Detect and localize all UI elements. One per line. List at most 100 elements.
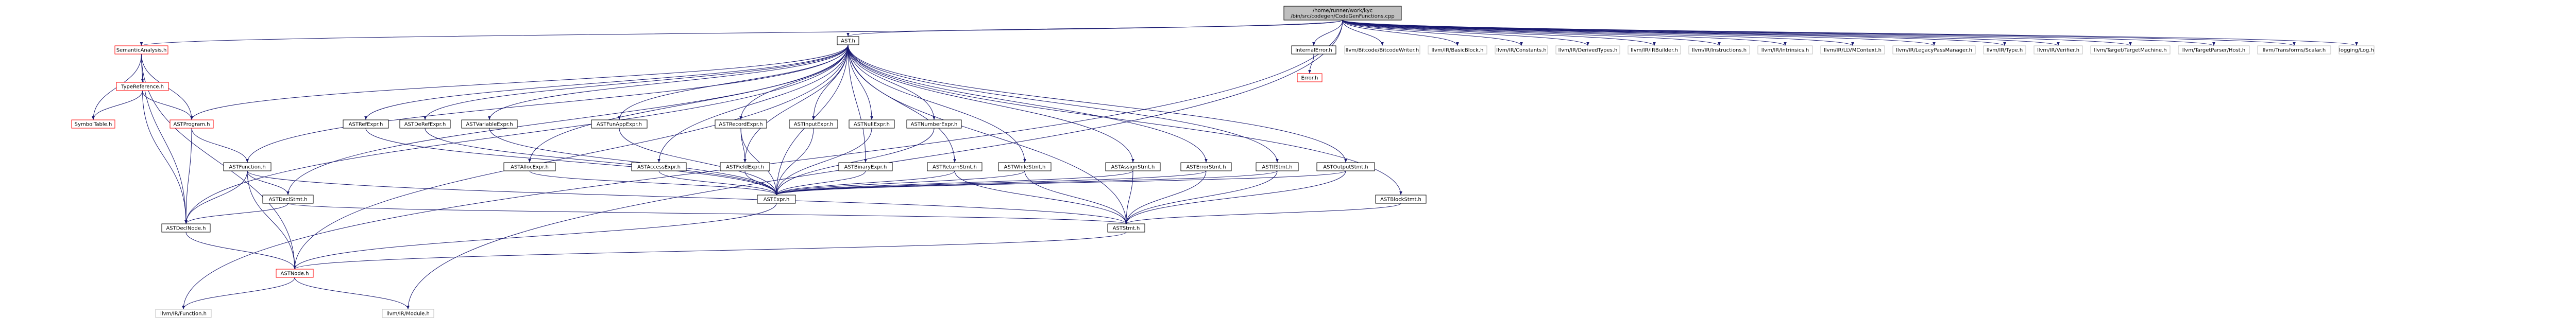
edge-root-to-intrinsics — [1342, 20, 1787, 46]
edge-root-to-bitcode_writer — [1342, 20, 1384, 46]
node-ast-decl-stmt[interactable]: ASTDeclStmt.h — [262, 195, 314, 204]
node-ast-while-stmt[interactable]: ASTWhileStmt.h — [998, 162, 1052, 171]
edge-ast_variable_expr-to-ast_expr — [489, 128, 778, 196]
edge-root-to-legacy_pass_manager — [1342, 20, 1936, 46]
node-box — [170, 119, 214, 129]
node-error[interactable]: Error.h — [1297, 73, 1323, 82]
node-ast-function[interactable]: ASTFunction.h — [223, 162, 272, 171]
node-box — [161, 223, 211, 233]
edge-ast_node-to-llvm_function — [182, 277, 295, 310]
edge-ast_deref_expr-to-ast_expr — [425, 128, 778, 196]
edge-internal_error-to-error — [1308, 54, 1314, 74]
node-label: ASTFieldExpr.h — [726, 165, 764, 170]
node-ast-assign-stmt[interactable]: ASTAssignStmt.h — [1105, 162, 1161, 171]
node-constants: llvm/IR/Constants.h — [1495, 45, 1548, 55]
node-ast-expr[interactable]: ASTExpr.h — [757, 195, 796, 204]
node-ast-access-expr[interactable]: ASTAccessExpr.h — [631, 162, 687, 171]
edge-ast_program-to-ast_decl_node — [184, 128, 192, 224]
node-label: llvm/IR/Constants.h — [1496, 48, 1547, 54]
node-label: ASTDeRefExpr.h — [404, 122, 446, 128]
node-ast-variable-expr[interactable]: ASTVariableExpr.h — [461, 119, 518, 129]
node-box — [849, 119, 895, 129]
node-ast-node[interactable]: ASTNode.h — [276, 269, 314, 278]
node-ast-deref-expr[interactable]: ASTDeRefExpr.h — [399, 119, 451, 129]
node-label: /home/runner/work/kyc — [1313, 8, 1372, 14]
edge-ast_while_stmt-to-ast_expr — [775, 170, 1025, 196]
edge-ast-to-ast_variable_expr — [488, 44, 849, 120]
node-type-reference[interactable]: TypeReference.h — [116, 82, 169, 91]
node-label: llvm/TargetParser/Host.h — [2182, 48, 2245, 54]
node-box — [1297, 73, 1323, 82]
node-ast-record-expr[interactable]: ASTRecordExpr.h — [715, 119, 767, 129]
edge-ast-to-ast_output_stmt — [848, 44, 1347, 163]
node-box — [591, 119, 648, 129]
node-box — [2178, 45, 2250, 55]
edge-ast_record_expr-to-ast_expr — [740, 128, 778, 196]
edge-root-to-target_parser — [1342, 20, 2215, 46]
node-ast-field-expr[interactable]: ASTFieldExpr.h — [720, 162, 770, 171]
node-ast-block-stmt[interactable]: ASTBlockStmt.h — [1375, 195, 1427, 204]
node-type: llvm/IR/Type.h — [1983, 45, 2026, 55]
node-label: ASTWhileStmt.h — [1004, 165, 1046, 170]
edge-ast-to-ast_ref_expr — [364, 44, 849, 120]
node-ast-output-stmt[interactable]: ASTOutputStmt.h — [1316, 162, 1375, 171]
node-ast-if-stmt[interactable]: ASTIfStmt.h — [1256, 162, 1299, 171]
edge-ast_decl_node-to-ast_node — [185, 232, 296, 270]
node-label: ASTExpr.h — [764, 197, 790, 203]
edge-ast_function-to-ast_stmt — [247, 170, 1128, 224]
edge-type_reference-to-symbol_table — [92, 90, 143, 120]
node-ast-null-expr[interactable]: ASTNullExpr.h — [849, 119, 895, 129]
node-label: ASTBinaryExpr.h — [844, 165, 887, 170]
node-box — [2033, 45, 2083, 55]
node-ast-input-expr[interactable]: ASTInputExpr.h — [789, 119, 838, 129]
node-ast-return-stmt[interactable]: ASTReturnStmt.h — [927, 162, 982, 171]
node-ast-ref-expr[interactable]: ASTRefExpr.h — [343, 119, 389, 129]
node-box — [1105, 162, 1161, 171]
node-label: llvm/IR/Function.h — [160, 311, 207, 317]
node-semantic-analysis[interactable]: SemanticAnalysis.h — [114, 45, 168, 55]
edge-ast_function-to-ast_node — [247, 170, 296, 270]
edge-ast_decl_stmt-to-ast_stmt — [287, 203, 1128, 224]
edge-root-to-ast — [846, 20, 1343, 37]
node-label: llvm/IR/Intrinsics.h — [1761, 48, 1809, 54]
node-ast-program[interactable]: ASTProgram.h — [170, 119, 214, 129]
node-label: ASTBlockStmt.h — [1380, 197, 1421, 203]
node-ast-binary-expr[interactable]: ASTBinaryExpr.h — [838, 162, 893, 171]
node-box — [1107, 223, 1145, 233]
node-label: llvm/IR/IRBuilder.h — [1631, 48, 1678, 54]
edge-ast-to-ast_field_expr — [743, 44, 849, 163]
edge-ast-to-ast_while_stmt — [848, 44, 1026, 163]
edge-ast-to-ast_error_stmt — [848, 44, 1208, 163]
edge-root-to-ir_builder — [1342, 20, 1656, 46]
node-ast-decl-node[interactable]: ASTDeclNode.h — [161, 223, 211, 233]
edge-ast_block_stmt-to-ast_stmt — [1125, 203, 1401, 224]
node-label: ASTVariableExpr.h — [466, 122, 513, 128]
node-label: llvm/Transforms/Scalar.h — [2263, 48, 2326, 54]
edge-root-to-instructions — [1342, 20, 1721, 46]
edge-type_reference-to-ast_program — [142, 90, 193, 120]
node-box — [1983, 45, 2026, 55]
node-label: ASTFunction.h — [229, 165, 265, 170]
edge-ast_while_stmt-to-ast_stmt — [1024, 170, 1128, 224]
node-ast-alloc-expr[interactable]: ASTAllocExpr.h — [503, 162, 556, 171]
node-ast-stmt[interactable]: ASTStmt.h — [1107, 223, 1145, 233]
node-ast-number-expr[interactable]: ASTNumberExpr.h — [906, 119, 962, 129]
node-transforms-scalar: llvm/Transforms/Scalar.h — [2257, 45, 2331, 55]
edge-ast_program-to-ast_function — [191, 128, 249, 163]
node-label: logging/Log.h — [2339, 48, 2374, 54]
node-symbol-table[interactable]: SymbolTable.h — [71, 119, 115, 129]
node-ast-fun-app-expr[interactable]: ASTFunAppExpr.h — [591, 119, 648, 129]
node-label: llvm/Target/TargetMachine.h — [2094, 48, 2166, 54]
node-box — [2338, 45, 2375, 55]
node-box — [1344, 45, 1420, 55]
edge-ast_fun_app_expr-to-ast_expr — [619, 128, 778, 196]
node-internal-error[interactable]: InternalError.h — [1291, 45, 1336, 55]
edge-root-to-target_machine — [1342, 20, 2132, 46]
node-label: llvm/IR/DerivedTypes.h — [1558, 48, 1618, 54]
node-box — [1628, 45, 1681, 55]
node-ast-error-stmt[interactable]: ASTErrorStmt.h — [1180, 162, 1232, 171]
node-box — [114, 45, 168, 55]
node-label: /bin/src/codegen/CodeGenFunctions.cpp — [1291, 14, 1394, 20]
node-ast[interactable]: AST.h — [837, 36, 859, 45]
node-root[interactable]: /home/runner/work/kyc/bin/src/codegen/Co… — [1283, 6, 1402, 21]
